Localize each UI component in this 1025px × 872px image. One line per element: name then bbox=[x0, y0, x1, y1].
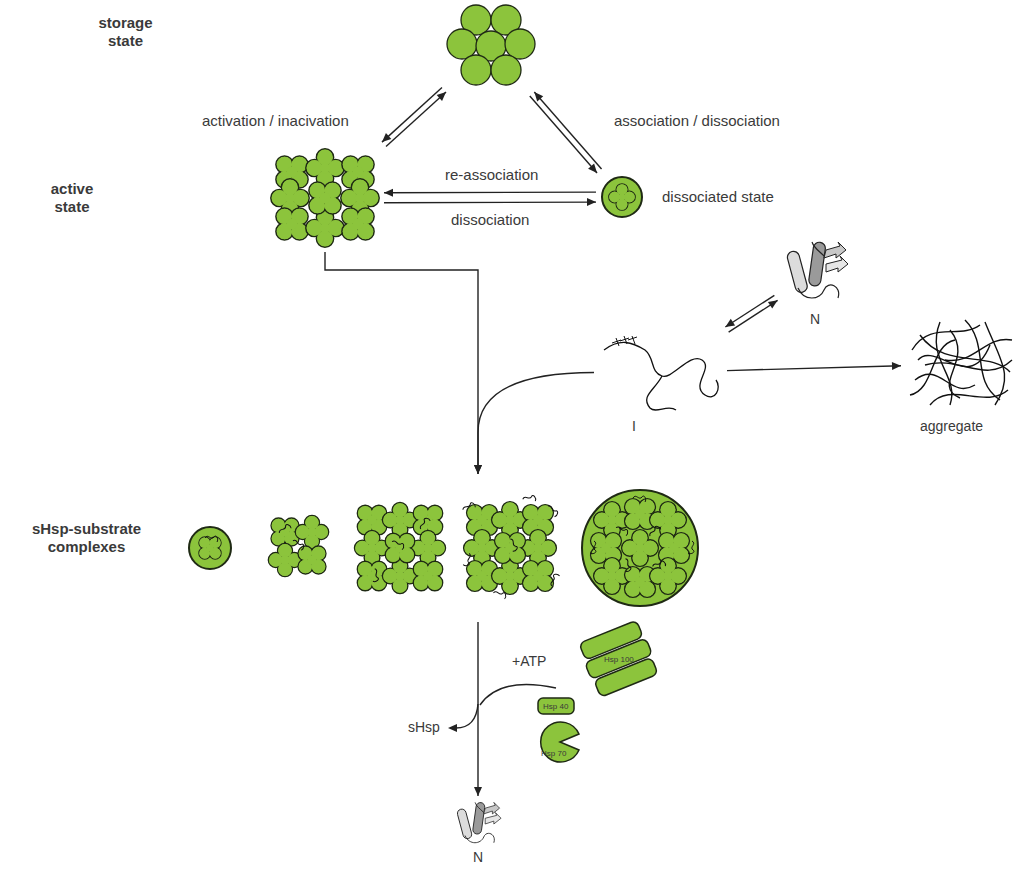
cofactor-label: +ATP bbox=[512, 653, 546, 670]
chaperone-label: Hsp 70 bbox=[541, 749, 566, 759]
unfolded-intermediate: I bbox=[598, 330, 723, 415]
chaperone-label: Hsp 40 bbox=[543, 702, 568, 712]
unfolded-intermediate-art bbox=[604, 336, 718, 410]
connector-line bbox=[384, 201, 596, 203]
connector-line bbox=[386, 92, 446, 147]
connector-line bbox=[725, 295, 774, 327]
arrow-head bbox=[768, 300, 778, 308]
chaperone-art bbox=[538, 619, 660, 762]
connector-line bbox=[478, 373, 594, 475]
active-oligomer: active state bbox=[270, 148, 380, 248]
dissociated-dimer: dissociated state bbox=[600, 175, 644, 219]
state-label: I bbox=[632, 418, 636, 435]
connector bbox=[725, 295, 777, 332]
state-label: N bbox=[473, 849, 483, 866]
released-chaperone-label: sHsp bbox=[408, 719, 440, 736]
storage-oligomer-art bbox=[447, 5, 535, 85]
connector-line bbox=[384, 191, 596, 193]
edge-label: activation / inacivation bbox=[200, 112, 351, 130]
arrow-head bbox=[384, 189, 393, 197]
connector bbox=[474, 373, 594, 475]
connector-line bbox=[477, 622, 478, 796]
connector-line bbox=[382, 88, 442, 143]
native-protein: N bbox=[442, 800, 514, 846]
arrow-head bbox=[892, 362, 901, 370]
state-label: N bbox=[810, 311, 820, 328]
connector bbox=[474, 622, 482, 796]
aggregate-art bbox=[910, 320, 1012, 405]
native-protein-art bbox=[786, 241, 848, 298]
arrow-head bbox=[587, 198, 596, 206]
connector-line bbox=[729, 300, 778, 332]
native-protein: N bbox=[780, 236, 852, 308]
state-label: active state bbox=[38, 180, 106, 216]
connector bbox=[325, 252, 482, 474]
edge-label: re-association bbox=[443, 166, 540, 184]
active-oligomer-art bbox=[267, 145, 383, 251]
complex-series: sHsp-substrate complexes bbox=[185, 478, 705, 618]
dissociated-dimer-art bbox=[602, 177, 642, 217]
state-label: storage state bbox=[88, 14, 163, 50]
reaction-arrows bbox=[448, 684, 556, 732]
edge-label: association / dissociation bbox=[612, 112, 782, 130]
state-label: dissociated state bbox=[662, 188, 774, 206]
arrow-head bbox=[437, 92, 446, 101]
arrow-head bbox=[474, 787, 482, 796]
connector-line bbox=[727, 366, 901, 371]
connector bbox=[382, 88, 446, 147]
arrow-head bbox=[474, 465, 482, 474]
edge-label: dissociation bbox=[449, 211, 531, 229]
connector bbox=[384, 198, 596, 206]
connector bbox=[727, 362, 901, 371]
complex-art bbox=[189, 490, 698, 606]
arrow-head bbox=[382, 133, 391, 142]
state-label: aggregate bbox=[920, 418, 983, 435]
connector-line bbox=[325, 252, 478, 474]
native-protein-art bbox=[456, 802, 501, 843]
arrow-head bbox=[534, 92, 543, 101]
connector bbox=[530, 92, 602, 173]
chaperone-label: Hsp 100 bbox=[604, 655, 634, 665]
connector-line bbox=[534, 92, 601, 169]
connector bbox=[384, 189, 596, 197]
storage-oligomer: storage state bbox=[448, 4, 534, 90]
arrow-head bbox=[725, 319, 735, 327]
arrow-head bbox=[588, 164, 597, 173]
connector-line bbox=[530, 96, 597, 173]
state-label: sHsp-substrate complexes bbox=[14, 520, 159, 556]
arrow-head bbox=[474, 465, 482, 474]
aggregate: aggregate bbox=[905, 318, 1017, 410]
